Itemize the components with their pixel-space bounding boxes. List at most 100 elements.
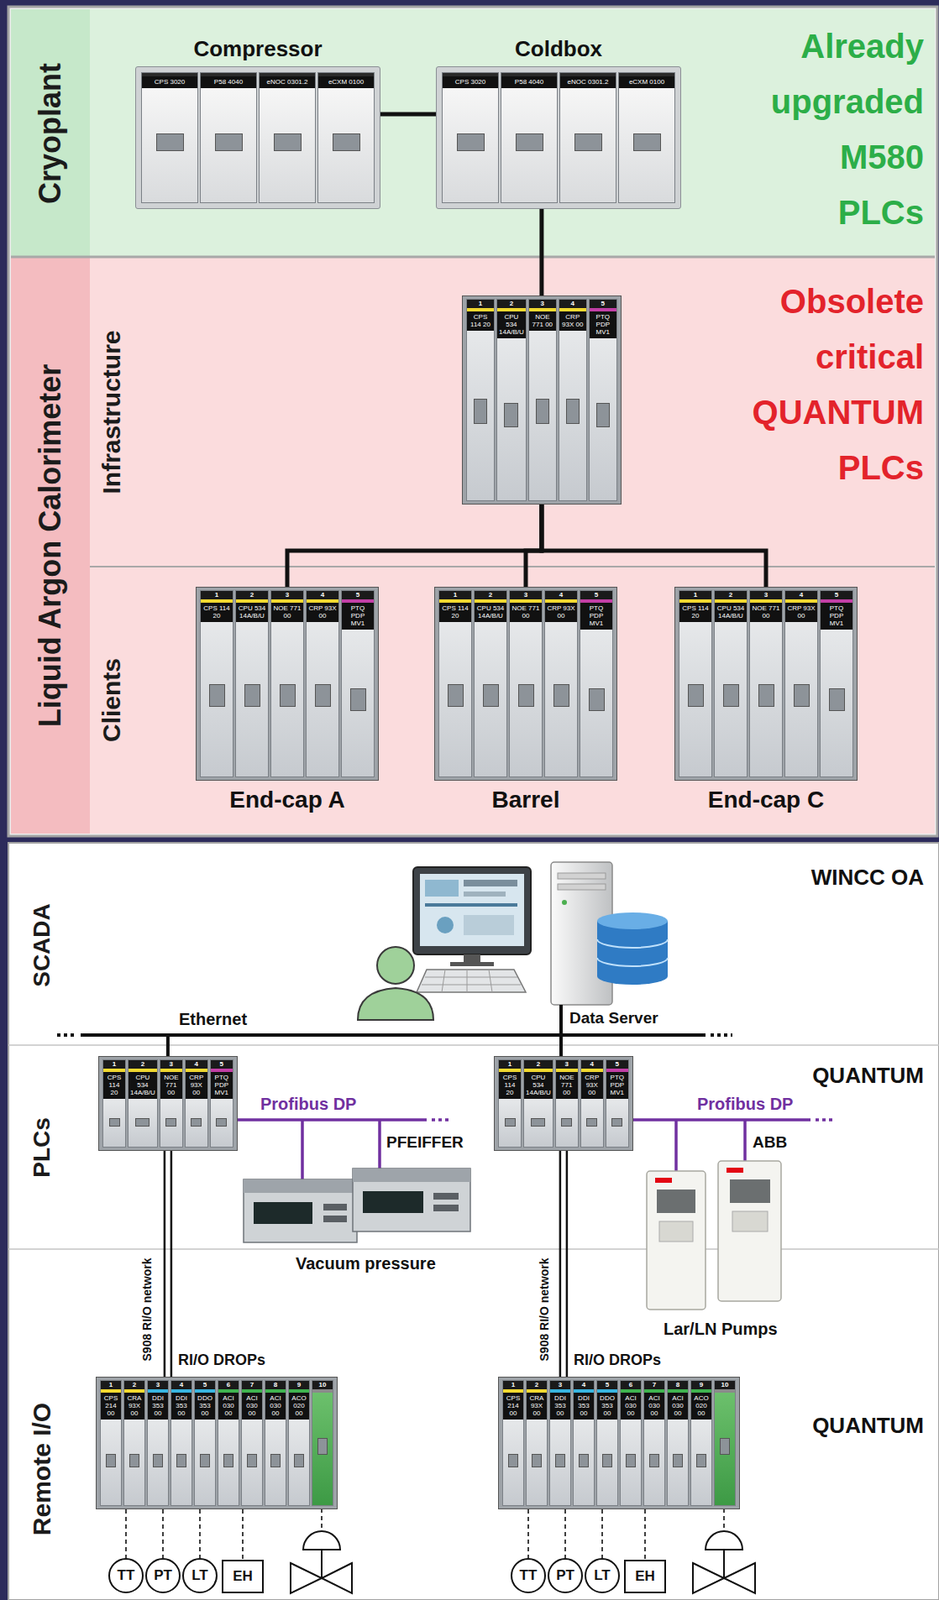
band-title: Clients — [97, 658, 126, 743]
slot-number: 1 — [100, 1381, 121, 1391]
module-connector — [199, 1454, 210, 1469]
valve-body — [290, 1563, 352, 1595]
gauge-button — [323, 1204, 347, 1212]
module-connector — [574, 133, 603, 152]
annotation-label: Vacuum pressure — [295, 1254, 436, 1275]
module-body — [194, 1420, 216, 1506]
module-label: eNOC 0301.2 — [560, 76, 616, 89]
rack-module: 5PTQ PDP MV1 — [579, 590, 614, 778]
bus-continuation — [57, 1033, 78, 1038]
monitor-stand — [463, 954, 481, 964]
keyboard — [416, 970, 526, 993]
module-connector — [518, 684, 535, 709]
rack-module: 5PTQ PDP MV1 — [588, 299, 618, 502]
module-connector — [596, 403, 610, 428]
slot-number: 5 — [606, 1060, 629, 1070]
module-label: CPU 534 14A/B/U — [524, 1072, 553, 1100]
module-body — [714, 622, 747, 777]
server-slot — [557, 873, 606, 880]
vacuum-gauge — [352, 1169, 471, 1233]
module-connector — [270, 1454, 281, 1469]
database-band — [597, 939, 668, 967]
vacuum-gauge — [243, 1180, 357, 1244]
module-connector — [223, 1454, 234, 1469]
pump-drive — [646, 1171, 706, 1311]
band-title: SCADA — [28, 903, 56, 988]
module-body — [306, 622, 339, 777]
instrument-circle: PT — [145, 1558, 181, 1595]
module-connector — [649, 1454, 660, 1469]
gauge-display — [362, 1191, 424, 1214]
module-connector — [588, 688, 605, 712]
rack-module: 3NOE 771 00 — [749, 590, 783, 778]
slot-number: 1 — [503, 1381, 524, 1391]
slot-number: 10 — [312, 1381, 333, 1391]
server-light — [561, 900, 567, 906]
module-label: DDI 353 00 — [147, 1393, 168, 1421]
profibus-line — [622, 1118, 811, 1123]
slot-number: 8 — [667, 1381, 688, 1391]
module-connector — [555, 1454, 566, 1469]
rack-module: 9ACO 020 00 — [690, 1380, 713, 1507]
rack-module: 1CPS 114 20 — [466, 299, 495, 502]
module-body — [606, 1099, 629, 1148]
slot-number: 2 — [474, 591, 507, 600]
rack-module: 10 — [713, 1380, 736, 1507]
module-body — [210, 1099, 233, 1148]
band-panel: CryoplantCompressorCPS 3020P58 4040eNOC … — [10, 9, 935, 258]
rack-module: 8ACI 030 00 — [666, 1380, 689, 1507]
module-label: CPU 534 14A/B/U — [497, 311, 526, 339]
database-body — [597, 921, 668, 986]
slot-number: 2 — [714, 591, 747, 600]
module-label: CRP 93X 00 — [185, 1072, 208, 1100]
module-label: ACO 020 00 — [288, 1393, 310, 1421]
module-body — [529, 330, 557, 501]
signal-line — [125, 1510, 127, 1559]
lar-ground — [10, 257, 935, 835]
rack-module: 4CRP 93X 00 — [558, 299, 588, 502]
module-body — [288, 1420, 310, 1506]
valve-stem — [723, 1550, 725, 1579]
rack-name: Coldbox — [514, 36, 603, 63]
module-body — [820, 629, 853, 777]
module-label: ACI 030 00 — [667, 1393, 688, 1421]
signal-line — [162, 1510, 164, 1559]
module-body — [559, 330, 587, 501]
module-body — [341, 629, 374, 777]
module-connector — [566, 398, 580, 425]
slot-number: 4 — [559, 299, 587, 309]
module-connector — [332, 133, 361, 152]
slot-number: 5 — [210, 1060, 233, 1070]
rack-module: 5DDO 353 00 — [194, 1380, 216, 1507]
connector-line — [380, 112, 436, 117]
module-body — [241, 1420, 263, 1506]
signal-line — [241, 1510, 244, 1561]
module-connector — [672, 1454, 683, 1469]
module-connector — [793, 684, 810, 709]
rack-module: 6ACI 030 00 — [217, 1380, 240, 1507]
module-label: eCXM 0100 — [619, 76, 675, 89]
module-connector — [190, 1118, 202, 1128]
module-body — [573, 1420, 594, 1506]
plc-rack: 1CPS 114 202CPU 534 14A/B/U3NOE 771 004C… — [461, 295, 622, 505]
rack-module: CPS 3020 — [441, 72, 499, 204]
slot-number: 5 — [341, 591, 374, 600]
operator-body — [357, 988, 434, 1021]
rack-module: 5PTQ PDP MV1 — [605, 1059, 630, 1149]
module-label: CPS 214 00 — [503, 1393, 524, 1421]
rack-module: 2CPU 534 14A/B/U — [523, 1059, 554, 1149]
monitor-screen — [419, 874, 525, 947]
profibus-drop — [377, 1120, 382, 1170]
rack-module: 6ACI 030 00 — [619, 1380, 642, 1507]
slot-number: 1 — [200, 591, 233, 600]
server-node: Data Server — [550, 862, 613, 1006]
annotation-label: S908 RI/O network — [140, 1257, 154, 1364]
module-label: PTQ PDP MV1 — [820, 603, 853, 630]
module-connector — [758, 684, 775, 709]
screen-detail — [436, 917, 454, 934]
valve-actuator — [303, 1531, 341, 1551]
gauge-button — [433, 1193, 459, 1201]
screen-detail — [463, 880, 518, 887]
pump-drive — [718, 1161, 782, 1302]
module-body — [466, 330, 494, 501]
